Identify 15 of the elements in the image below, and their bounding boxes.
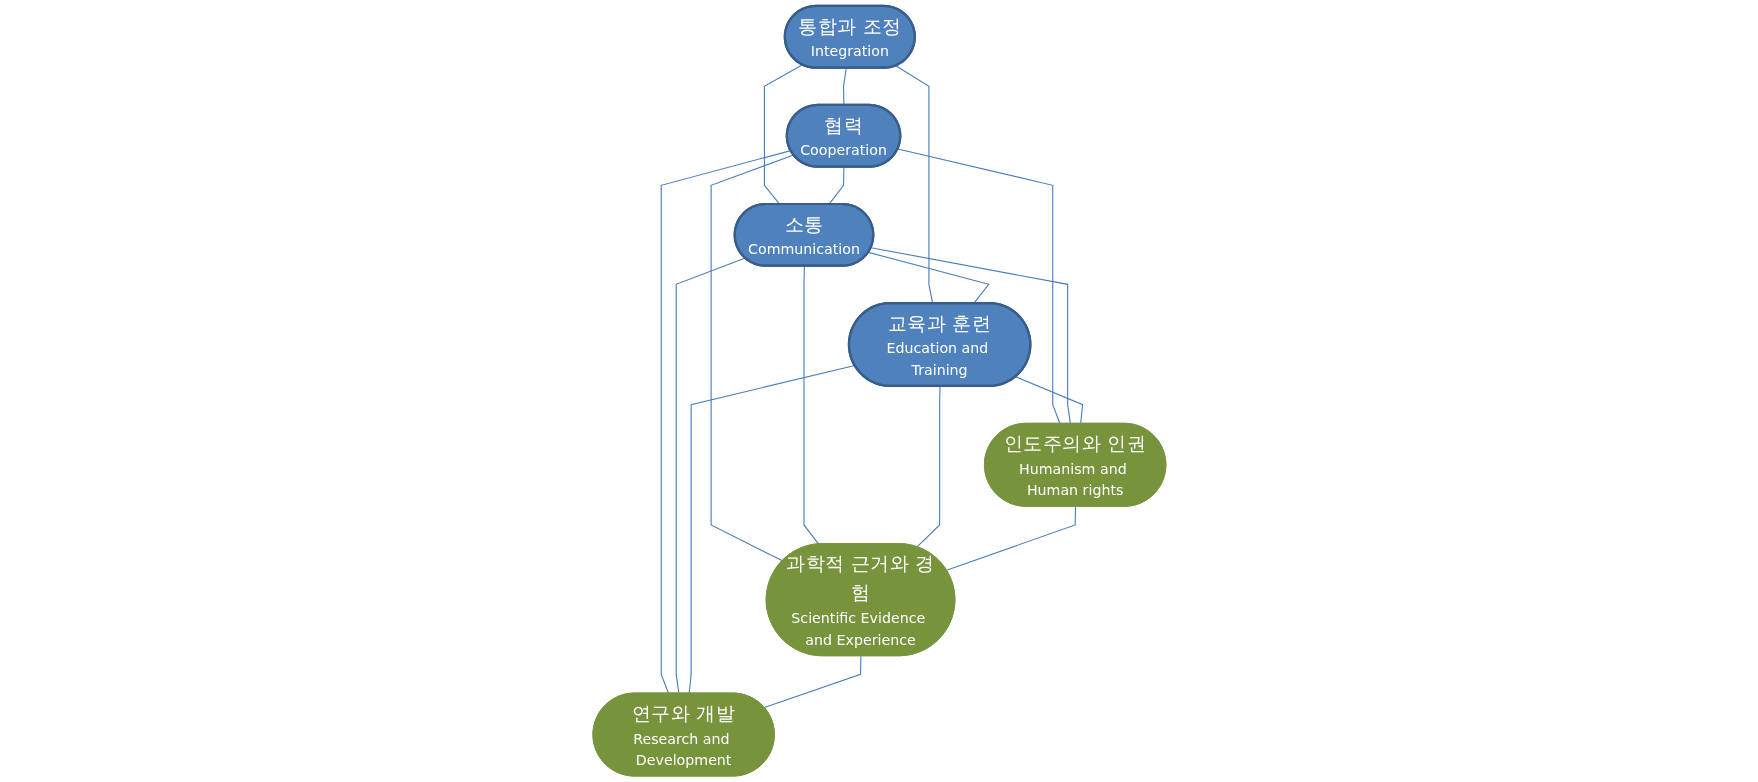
connector: [688, 364, 855, 694]
connector: [1014, 376, 1083, 425]
connector: [675, 257, 746, 694]
connector: [916, 385, 941, 548]
connector: [894, 65, 933, 304]
connector: [660, 150, 791, 694]
connector: [896, 148, 1061, 425]
connector: [870, 247, 1071, 425]
connector: [867, 251, 990, 304]
connector: [763, 64, 803, 205]
connector: [828, 166, 845, 205]
connector: [763, 655, 862, 709]
connector: [945, 506, 1076, 571]
connector: [710, 154, 794, 562]
connector: [803, 265, 819, 545]
